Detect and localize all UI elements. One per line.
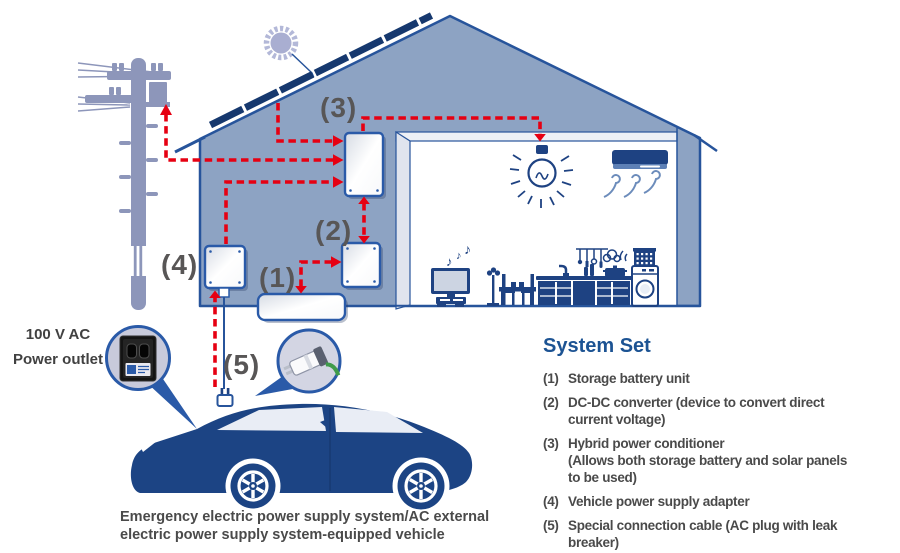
car <box>130 403 473 515</box>
callout-number-1: (1) <box>259 262 297 293</box>
car-headlight <box>140 441 157 452</box>
utensils-icon <box>576 248 608 268</box>
power-outlet-label: Power outlet <box>12 351 103 368</box>
outlet-callout <box>105 325 197 429</box>
callout-number-5: (5) <box>223 349 261 380</box>
hybrid-power-conditioner-box <box>343 131 385 198</box>
legend-item-number: (2) <box>543 395 559 410</box>
power-outlet-icon <box>119 335 157 382</box>
faucet-icon <box>559 264 568 275</box>
legend-title: System Set <box>543 335 651 357</box>
dining-table-icon <box>486 267 536 306</box>
caption-line: Emergency electric power supply system/A… <box>120 509 490 525</box>
callout-number-3: (3) <box>320 92 358 123</box>
legend-item-text: DC-DC converter (device to convert direc… <box>568 395 825 427</box>
callout-number-2: (2) <box>315 215 353 246</box>
music-note-icon: ♪ <box>446 254 453 269</box>
airflow-icon <box>603 170 661 198</box>
kitchen-icon <box>536 248 632 305</box>
legend-item-number: (3) <box>543 436 559 451</box>
legend-item: (1) Storage battery unit <box>543 370 895 387</box>
transformer-icon <box>149 82 167 104</box>
tv-icon: ♪ ♪ ♪ <box>431 241 471 307</box>
caption: Emergency electric power supply system/A… <box>120 508 489 544</box>
laundry-basket-icon <box>619 248 656 267</box>
legend-item-number: (4) <box>543 494 559 509</box>
callout-number-4: (4) <box>161 249 199 280</box>
legend-item: (4) Vehicle power supply adapter <box>543 493 895 510</box>
legend-item-number: (1) <box>543 371 559 386</box>
cooking-pot-icon <box>602 249 627 277</box>
dcdc-converter-box <box>340 241 382 289</box>
legend-item: (3) Hybrid power conditioner(Allows both … <box>543 435 895 486</box>
legend-item: (2) DC-DC converter (device to convert di… <box>543 394 895 428</box>
car-front-wheel <box>230 463 276 509</box>
car-rear-window <box>334 407 423 433</box>
car-front-window <box>217 407 326 431</box>
car-rear-wheel <box>397 462 445 510</box>
legend-item-number: (5) <box>543 518 559 533</box>
connection-cable <box>216 297 234 407</box>
washing-machine-icon <box>619 248 659 307</box>
door-frame <box>395 130 411 310</box>
legend-items: (1) Storage battery unit (2) DC-DC converte… <box>543 370 895 551</box>
storage-battery-box <box>256 292 347 322</box>
ac-plug-with-breaker-icon <box>283 346 341 377</box>
air-conditioner-icon <box>603 150 668 198</box>
legend-item-text: Storage battery unit <box>568 371 690 386</box>
legend-item-text: Vehicle power supply adapter <box>568 494 750 509</box>
equipment-boxes <box>203 131 386 323</box>
legend-item-text: Hybrid power conditioner(Allows both sto… <box>568 436 848 485</box>
plug-icon <box>216 388 234 407</box>
utility-pole <box>77 58 171 310</box>
cable-callout <box>255 328 342 396</box>
caption-line: electric power supply system-equipped ve… <box>120 527 445 543</box>
light-bulb-icon <box>509 145 574 208</box>
music-note-icon: ♪ <box>464 241 471 257</box>
car-mirror <box>320 419 328 428</box>
solar-panels <box>208 12 434 129</box>
legend-item: (5) Special connection cable (AC plug wit… <box>543 517 895 551</box>
legend-item-text: Special connection cable (AC plug with l… <box>568 518 838 550</box>
voltage-label: 100 V AC <box>25 326 91 343</box>
power-flow-arrows <box>160 103 546 387</box>
legend: System Set (1) Storage battery unit (2) DC-… <box>543 334 895 553</box>
sun-icon <box>263 25 315 79</box>
music-note-icon: ♪ <box>456 250 462 262</box>
